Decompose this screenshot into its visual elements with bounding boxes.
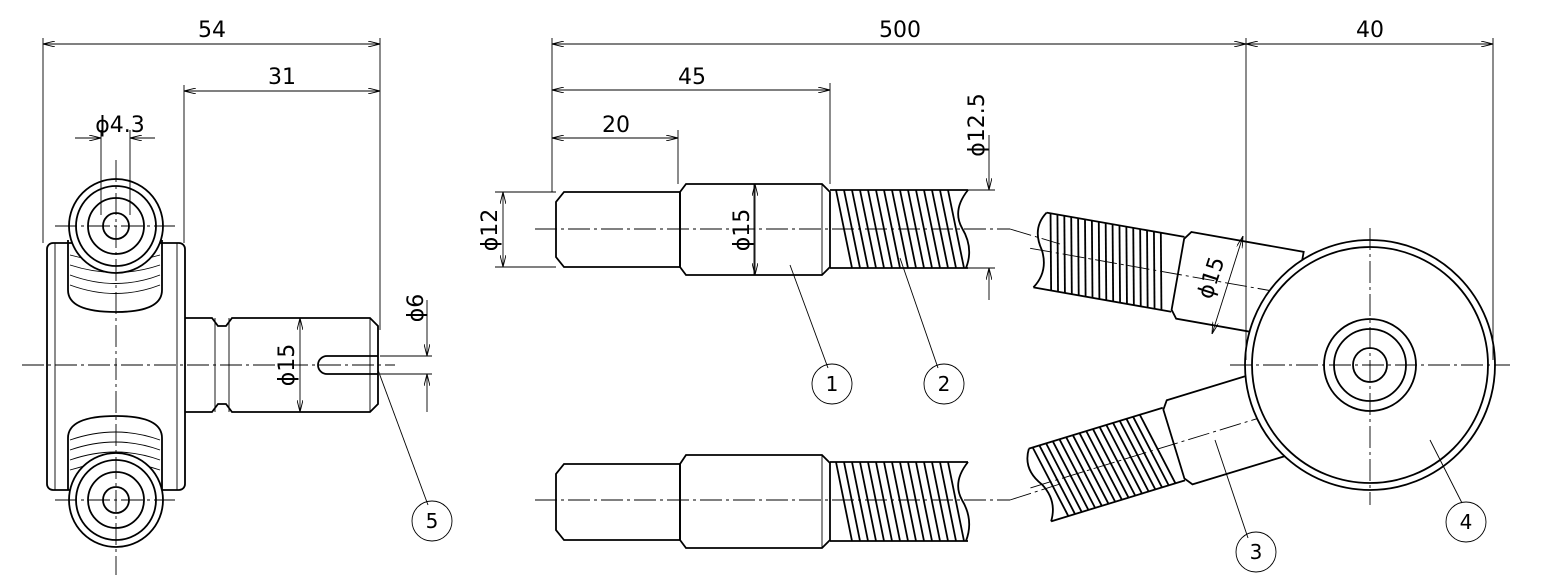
dim-pin-dia-side: ϕ15 (275, 344, 300, 387)
balloon-5: 5 (411, 500, 453, 542)
balloon-1-label: 1 (826, 372, 839, 396)
dim-total-length: 500 (879, 18, 921, 43)
dim-block-width: 40 (1356, 18, 1384, 43)
lower-rod (555, 454, 971, 549)
dim-bolt-hole: ϕ4.3 (95, 113, 145, 138)
dim-side-offset: 31 (268, 65, 296, 90)
dim-end-dia: ϕ12 (478, 209, 503, 252)
dim-end-length: 20 (602, 113, 630, 138)
right-assembly (1026, 38, 1510, 539)
upper-rod (555, 183, 971, 276)
dim-body-dia: ϕ15 (730, 209, 755, 252)
dim-slot-width: ϕ6 (404, 294, 429, 323)
upper-angled-part (1030, 211, 1306, 340)
balloon-1: 1 (811, 363, 853, 405)
balloon-3-label: 3 (1250, 540, 1263, 564)
dim-side-width: 54 (198, 18, 226, 43)
front-view (495, 38, 1246, 549)
balloon-3: 3 (1235, 531, 1277, 573)
balloon-2: 2 (923, 363, 965, 405)
lower-angled-part (1026, 365, 1305, 523)
balloon-5-label: 5 (426, 509, 439, 533)
round-block (1230, 228, 1510, 505)
dim-head-length: 45 (678, 65, 706, 90)
balloon-2-label: 2 (938, 372, 951, 396)
upper-sleeve (67, 178, 164, 313)
balloon-4-label: 4 (1460, 510, 1473, 534)
lower-sleeve (67, 415, 164, 548)
balloon-4: 4 (1445, 501, 1487, 543)
dim-spring-dia: ϕ12.5 (965, 93, 990, 157)
side-view (22, 38, 432, 575)
